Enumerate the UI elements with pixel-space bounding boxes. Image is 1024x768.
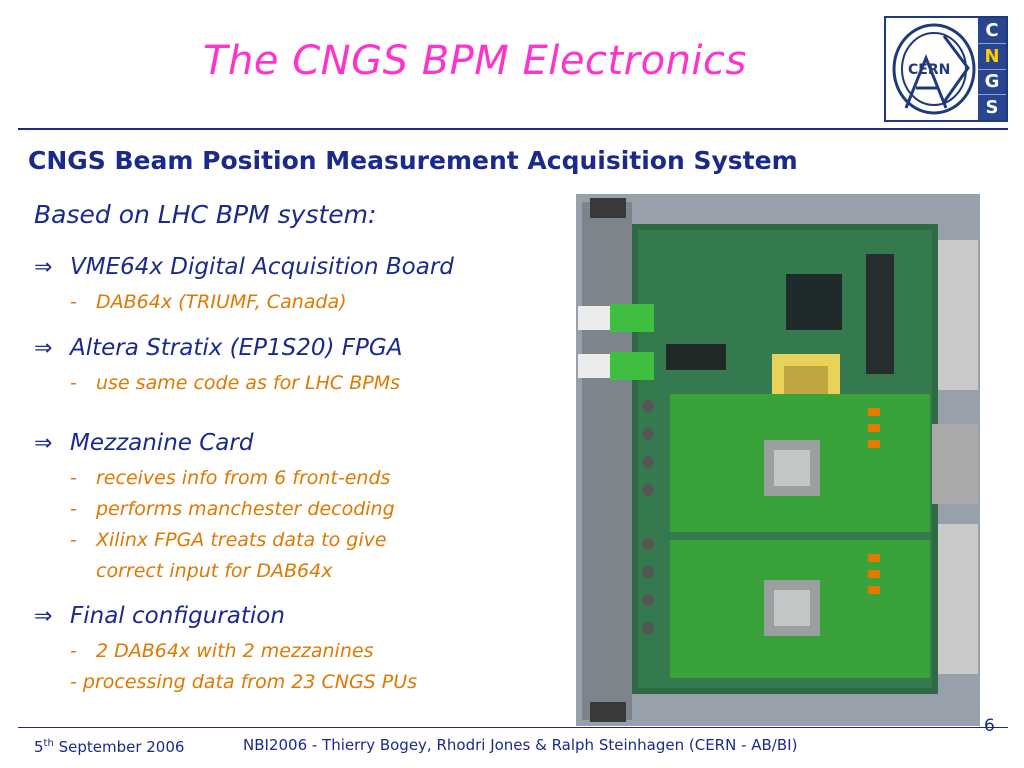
footer-credit: NBI2006 - Thierry Bogey, Rhodri Jones & …	[243, 736, 798, 754]
sub-item-text: correct input for DAB64x	[96, 560, 333, 582]
slide-subtitle: CNGS Beam Position Measurement Acquisiti…	[28, 146, 798, 175]
sub-item: -Xilinx FPGA treats data to give	[70, 529, 387, 551]
bullet-stratix-fpga: ⇒ Altera Stratix (EP1S20) FPGA	[34, 335, 402, 361]
date-rest: September 2006	[53, 738, 185, 756]
logo-cngs-column: C N G S	[978, 18, 1006, 120]
sub-item-text: DAB64x (TRIUMF, Canada)	[96, 291, 347, 313]
slide-number: 6	[984, 716, 995, 736]
bullet-heading: Altera Stratix (EP1S20) FPGA	[70, 335, 403, 361]
date-suffix: th	[43, 738, 54, 749]
dab64x-board-photo	[576, 194, 980, 726]
bullet-final-configuration: ⇒ Final configuration	[34, 603, 285, 629]
sub-item: -receives info from 6 front-ends	[70, 467, 391, 489]
bullet-heading: VME64x Digital Acquisition Board	[70, 254, 454, 280]
intro-text: Based on LHC BPM system:	[34, 200, 377, 229]
logo-letter: C	[978, 18, 1006, 44]
sub-item-text: 2 DAB64x with 2 mezzanines	[96, 640, 374, 662]
title-divider	[18, 128, 1008, 130]
footer-date: 5th September 2006	[34, 738, 184, 756]
arrow-icon: ⇒	[34, 431, 53, 456]
sub-item: -use same code as for LHC BPMs	[70, 372, 401, 394]
sub-item: -performs manchester decoding	[70, 498, 395, 520]
bullet-mezzanine-card: ⇒ Mezzanine Card	[34, 430, 253, 456]
footer-divider	[18, 727, 1008, 728]
sub-item-text: receives info from 6 front-ends	[96, 467, 391, 489]
sub-item-text: use same code as for LHC BPMs	[96, 372, 401, 394]
sub-item-text: - processing data from 23 CNGS PUs	[70, 671, 418, 693]
date-day: 5	[34, 738, 44, 756]
bullet-heading: Final configuration	[70, 603, 285, 629]
bullet-heading: Mezzanine Card	[70, 430, 254, 456]
arrow-icon: ⇒	[34, 255, 53, 280]
logo-letter: N	[978, 44, 1006, 70]
sub-item-text: Xilinx FPGA treats data to give	[96, 529, 387, 551]
logo-cern-text: CERN	[908, 62, 951, 78]
bullet-vme64x: ⇒ VME64x Digital Acquisition Board	[34, 254, 454, 280]
sub-item: -2 DAB64x with 2 mezzanines	[70, 640, 374, 662]
slide-title: The CNGS BPM Electronics	[203, 38, 747, 84]
circuit-board-image	[576, 194, 980, 726]
sub-item-continuation: correct input for DAB64x	[96, 560, 332, 582]
logo-letter: S	[985, 97, 999, 119]
cern-emblem-icon	[892, 23, 976, 115]
logo-letter: G	[978, 70, 1006, 96]
sub-item: - processing data from 23 CNGS PUs	[70, 671, 417, 693]
arrow-icon: ⇒	[34, 336, 53, 361]
cern-cngs-logo: CERN C N G S	[884, 16, 1008, 122]
sub-item: -DAB64x (TRIUMF, Canada)	[70, 291, 347, 313]
arrow-icon: ⇒	[34, 604, 53, 629]
sub-item-text: performs manchester decoding	[96, 498, 395, 520]
